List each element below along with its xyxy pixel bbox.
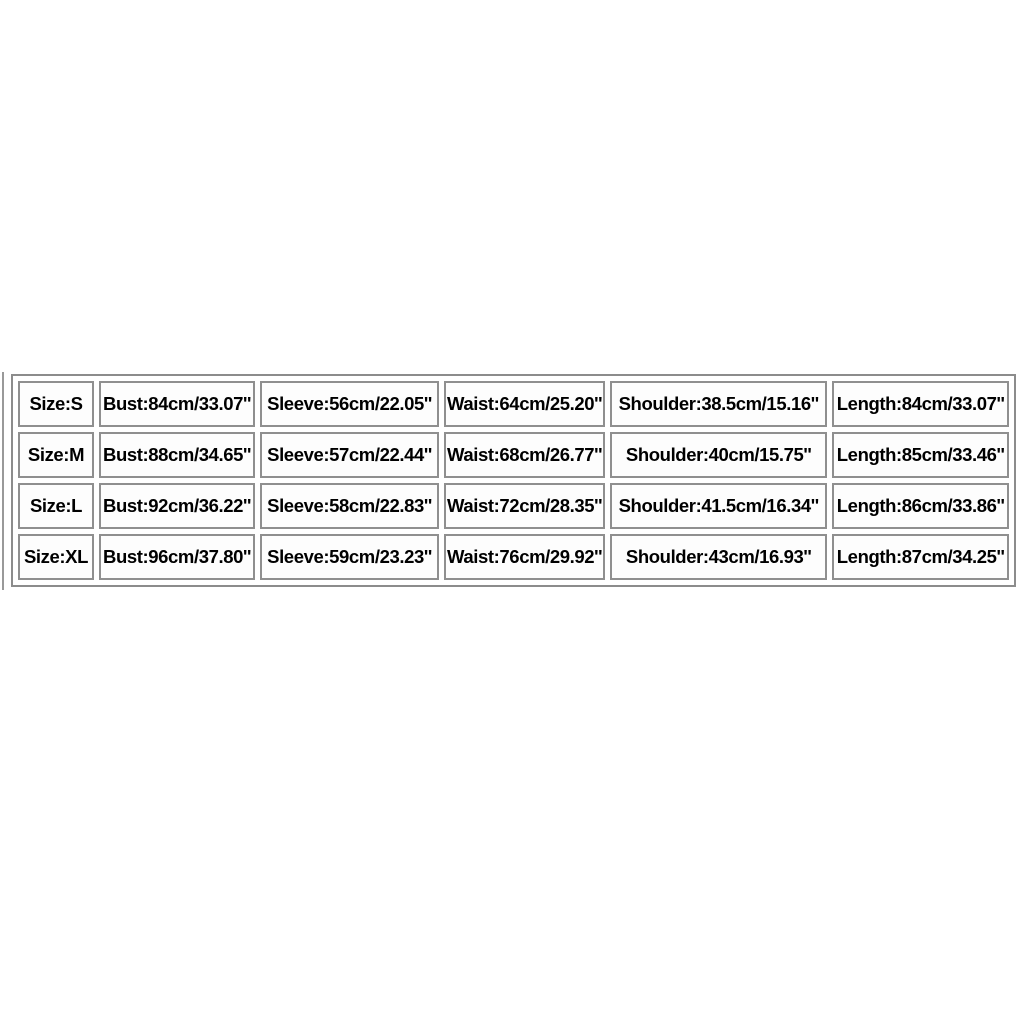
cell-waist: Waist:76cm/29.92''	[444, 534, 606, 580]
cell-shoulder: Shoulder:41.5cm/16.34''	[610, 483, 828, 529]
cell-sleeve: Sleeve:56cm/22.05''	[260, 381, 439, 427]
table-row-size-l: Size:L Bust:92cm/36.22'' Sleeve:58cm/22.…	[18, 483, 1010, 529]
cell-shoulder: Shoulder:38.5cm/15.16''	[610, 381, 828, 427]
cell-shoulder: Shoulder:40cm/15.75''	[610, 432, 828, 478]
cell-size: Size:M	[18, 432, 94, 478]
cell-sleeve: Sleeve:57cm/22.44''	[260, 432, 439, 478]
cell-waist: Waist:68cm/26.77''	[444, 432, 606, 478]
cell-bust: Bust:88cm/34.65''	[99, 432, 255, 478]
cell-sleeve: Sleeve:58cm/22.83''	[260, 483, 439, 529]
cell-size: Size:XL	[18, 534, 94, 580]
cell-length: Length:85cm/33.46''	[832, 432, 1010, 478]
cell-length: Length:86cm/33.86''	[832, 483, 1010, 529]
cell-bust: Bust:96cm/37.80''	[99, 534, 255, 580]
cell-bust: Bust:92cm/36.22''	[99, 483, 255, 529]
table-row-size-s: Size:S Bust:84cm/33.07'' Sleeve:56cm/22.…	[18, 381, 1010, 427]
size-chart-table: Size:S Bust:84cm/33.07'' Sleeve:56cm/22.…	[11, 374, 1017, 587]
cell-waist: Waist:72cm/28.35''	[444, 483, 606, 529]
cell-length: Length:84cm/33.07''	[832, 381, 1010, 427]
left-edge-divider	[2, 372, 4, 590]
cell-shoulder: Shoulder:43cm/16.93''	[610, 534, 828, 580]
cell-size: Size:L	[18, 483, 94, 529]
cell-sleeve: Sleeve:59cm/23.23''	[260, 534, 439, 580]
cell-bust: Bust:84cm/33.07''	[99, 381, 255, 427]
cell-size: Size:S	[18, 381, 94, 427]
cell-waist: Waist:64cm/25.20''	[444, 381, 606, 427]
table-row-size-xl: Size:XL Bust:96cm/37.80'' Sleeve:59cm/23…	[18, 534, 1010, 580]
cell-length: Length:87cm/34.25''	[832, 534, 1010, 580]
table-row-size-m: Size:M Bust:88cm/34.65'' Sleeve:57cm/22.…	[18, 432, 1010, 478]
